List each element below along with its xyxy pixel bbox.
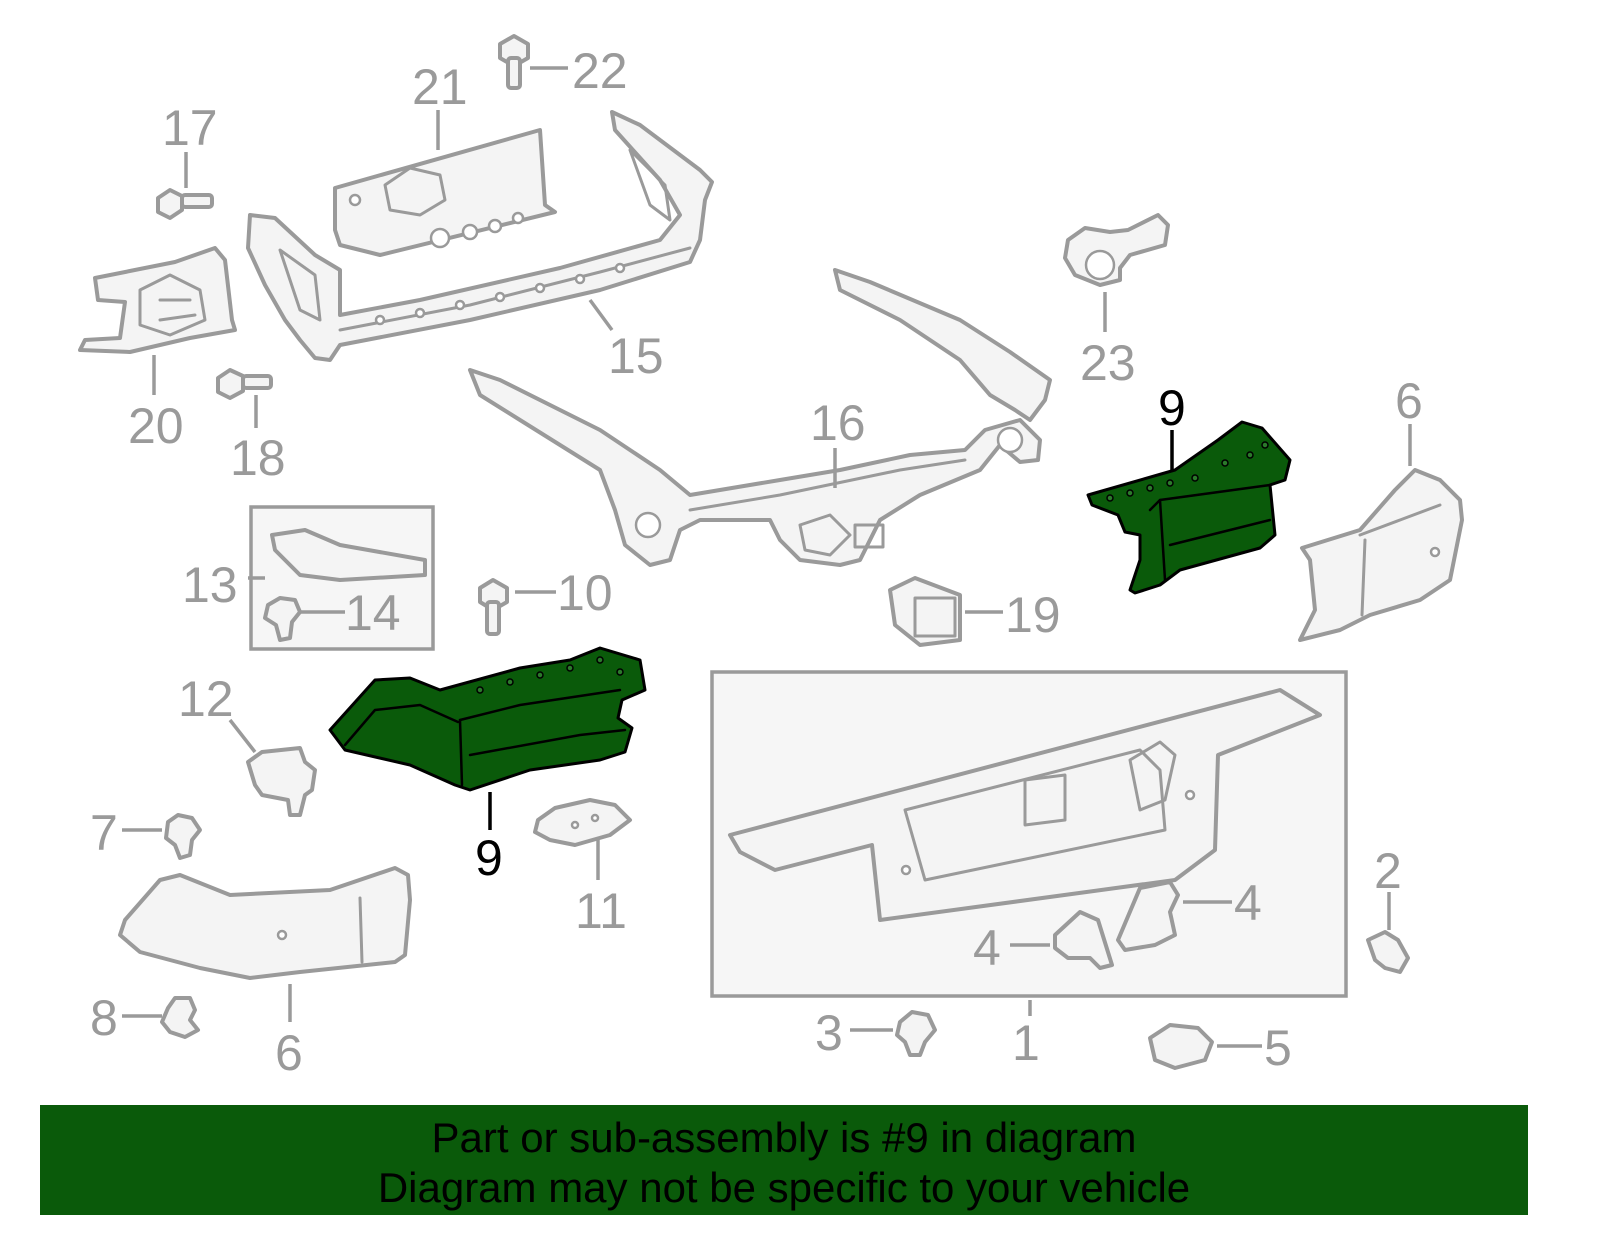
part-9-right-bracket-highlighted[interactable]: [1086, 420, 1292, 595]
callout-14: 14: [345, 585, 401, 641]
part-5-plug: [1148, 1023, 1214, 1070]
part-1-bumper-group: [710, 670, 1348, 998]
part-20-bracket: [78, 246, 237, 354]
callout-10: 10: [557, 565, 613, 621]
callout-20: 20: [128, 398, 184, 454]
part-17-bolt: [156, 188, 214, 220]
part-6-left-bumper-end: [118, 866, 412, 980]
callout-15: 15: [608, 328, 664, 384]
callout-23: 23: [1080, 335, 1136, 391]
part-7-clip: [164, 813, 202, 860]
callout-22: 22: [572, 43, 628, 99]
callout-9-right: 9: [1158, 380, 1186, 436]
callout-1: 1: [1012, 1015, 1040, 1071]
callout-9-left: 9: [475, 830, 503, 886]
callout-12: 12: [178, 671, 234, 727]
part-13-14-group: [249, 505, 435, 651]
part-16-trailer-hitch: [468, 268, 1052, 567]
callout-labels: 1 2 3 4 4 5 6 6 7 8 9 9 10 11 12 13 14 1…: [90, 43, 1423, 1081]
callout-8: 8: [90, 990, 118, 1046]
footer-banner: Part or sub-assembly is #9 in diagram Di…: [40, 1105, 1528, 1215]
callout-2: 2: [1374, 843, 1402, 899]
callout-11: 11: [575, 883, 627, 939]
part-8-clip: [160, 996, 200, 1039]
callout-3: 3: [815, 1005, 843, 1061]
leader-lines: [122, 66, 1412, 1048]
footer-line-2: Diagram may not be specific to your vehi…: [377, 1164, 1191, 1211]
callout-7: 7: [90, 805, 118, 861]
part-11-bracket: [533, 798, 632, 847]
callout-4-left: 4: [973, 920, 1001, 976]
footer-line-1: Part or sub-assembly is #9 in diagram: [431, 1114, 1137, 1161]
part-6-right-bumper-end: [1298, 468, 1464, 642]
callout-5: 5: [1264, 1020, 1292, 1076]
callout-18: 18: [230, 430, 286, 486]
callout-17: 17: [162, 100, 218, 156]
callout-16: 16: [810, 395, 866, 451]
callout-13: 13: [182, 557, 238, 613]
part-10-bolt: [478, 578, 509, 636]
part-21-reinforcement-plate: [333, 128, 557, 257]
part-18-bolt: [216, 368, 273, 400]
callout-6-left: 6: [275, 1025, 303, 1081]
part-22-bolt: [498, 34, 530, 90]
part-2-clip: [1366, 930, 1410, 974]
callout-21: 21: [412, 59, 468, 115]
part-9-left-bracket-highlighted[interactable]: [328, 646, 647, 792]
part-15-cross-member: [246, 110, 714, 362]
part-19-connector: [888, 576, 962, 647]
callout-4-right: 4: [1234, 875, 1262, 931]
callout-6-right: 6: [1395, 373, 1423, 429]
part-3-clip: [895, 1010, 937, 1057]
callout-19: 19: [1005, 587, 1061, 643]
part-23-sensor: [1063, 213, 1170, 287]
part-12-sensor-bracket: [246, 746, 317, 817]
